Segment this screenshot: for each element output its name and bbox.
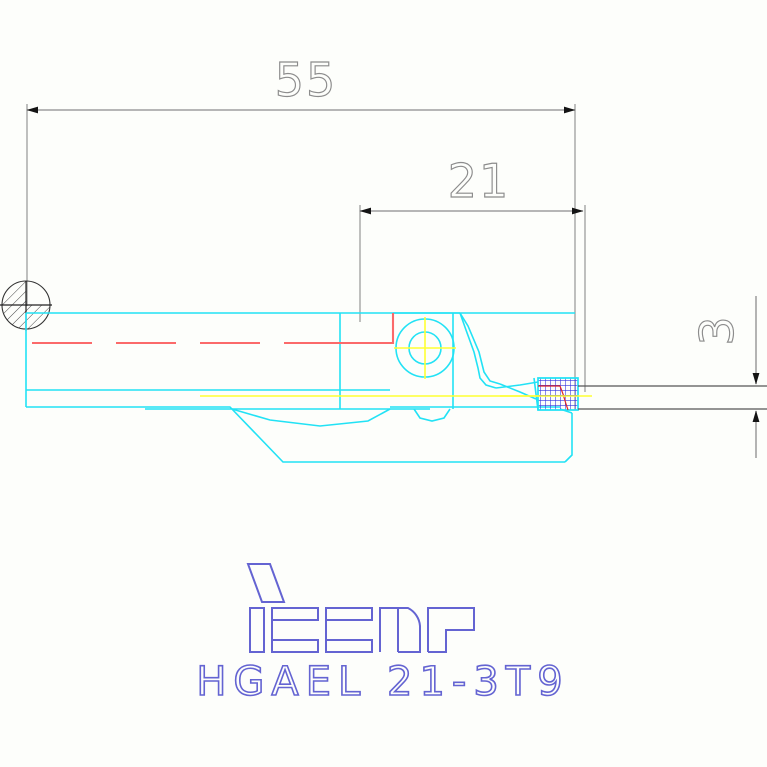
head-under-boss xyxy=(413,408,451,422)
tool-body-outline xyxy=(25,312,575,463)
logo-letter-a-left xyxy=(379,607,399,652)
clamp-arm-upper-curve xyxy=(459,312,497,389)
clamp-arm-to-pocket xyxy=(495,381,539,389)
iscar-logo xyxy=(246,563,475,653)
clamp-screw-hole xyxy=(394,317,456,379)
logo-letter-a-bowl xyxy=(398,607,421,653)
logo-accent-parallelogram xyxy=(246,563,286,603)
coolant-channel-outline xyxy=(340,313,395,345)
dimension-head-length: 21 xyxy=(359,153,586,392)
origin-datum-symbol xyxy=(0,280,52,331)
shank-lower-scallop xyxy=(231,408,391,427)
logo-letter-s xyxy=(271,607,319,653)
insert-chipbreaker-detail xyxy=(538,385,569,411)
rear-block-corner xyxy=(564,413,573,463)
logo-letter-r xyxy=(427,607,475,653)
shank-bottom-profile xyxy=(26,406,565,463)
dimension-blade-thickness: 3 xyxy=(689,296,760,458)
part-number-label: HGAEL 21-3T9 xyxy=(196,659,569,705)
parting-blade xyxy=(578,385,767,410)
cutting-insert xyxy=(500,377,592,411)
dimension-overall-length: 55 xyxy=(26,52,576,410)
logo-letter-i xyxy=(249,607,265,653)
insert-outline xyxy=(537,377,579,411)
logo-letter-c xyxy=(325,607,373,653)
insert-hatch-fill xyxy=(538,378,578,410)
coolant-and-centerlines xyxy=(32,313,395,345)
datum-quadrant-lower-right xyxy=(26,305,50,329)
clamp-arm-lower-curve xyxy=(459,312,501,385)
dimension-label-55: 55 xyxy=(275,53,338,107)
dimension-label-3: 3 xyxy=(690,314,744,345)
dimension-label-21: 21 xyxy=(448,154,511,208)
